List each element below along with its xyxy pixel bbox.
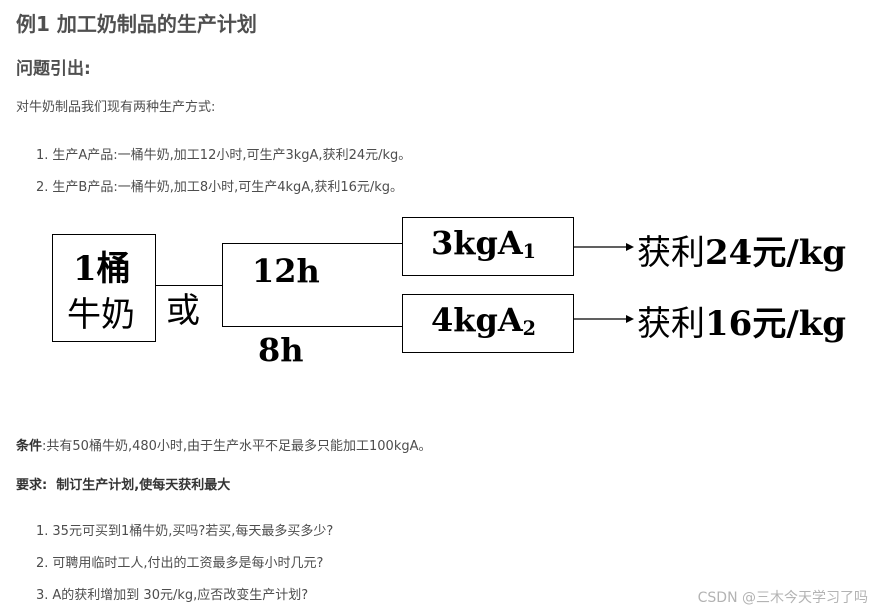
profit-b-prefix: 获利	[637, 304, 705, 344]
intro-text: 对牛奶制品我们现有两种生产方式:	[16, 100, 216, 115]
list-item: 3.A的获利增加到 30元/kg,应否改变生产计划?	[36, 588, 309, 603]
requirement-text: 制订生产计划,使每天获利最大	[47, 478, 231, 493]
production-diagram: 1桶 牛奶 或 12h 8h 3kgA1 4kgA2 获利24元/kg 获利16…	[0, 205, 884, 385]
product-a-box: 3kgA1	[402, 217, 574, 276]
product-b-box: 4kgA2	[402, 294, 574, 353]
product-b-subscript: 2	[522, 317, 536, 340]
arrow-right-icon	[574, 243, 634, 251]
list-item: 1.35元可买到1桶牛奶,买吗?若买,每天最多买多少?	[36, 524, 334, 539]
list-item-text: A的获利增加到 30元/kg,应否改变生产计划?	[52, 588, 309, 603]
product-b-label: 4kgA	[431, 301, 523, 339]
list-item-text: 35元可买到1桶牛奶,买吗?若买,每天最多买多少?	[52, 524, 334, 539]
section-heading: 问题引出:	[16, 59, 91, 79]
profit-b-value: 16	[705, 304, 753, 344]
profit-a-unit: 元/kg	[752, 233, 847, 273]
branch-vertical-line	[222, 243, 223, 327]
list-item-text: 可聘用临时工人,付出的工资最多是每小时几元?	[52, 556, 324, 571]
list-item-text: 生产B产品:一桶牛奶,加工8小时,可生产4kgA,获利16元/kg。	[52, 180, 404, 195]
product-a-subscript: 1	[522, 240, 536, 263]
source-label-line1: 1桶	[73, 249, 131, 289]
profit-a-prefix: 获利	[637, 233, 705, 273]
condition-label: 条件	[16, 439, 43, 454]
list-item-text: 生产A产品:一桶牛奶,加工12小时,可生产3kgA,获利24元/kg。	[52, 148, 412, 163]
watermark: CSDN @三木今天学习了吗	[697, 590, 868, 606]
or-label: 或	[166, 291, 200, 331]
branch-line-bottom	[222, 326, 402, 327]
arrow-right-icon	[574, 315, 634, 323]
branch-line-top	[222, 243, 402, 244]
condition-paragraph: 条件:共有50桶牛奶,480小时,由于生产水平不足最多只能加工100kgA。	[16, 435, 432, 454]
profit-b-unit: 元/kg	[752, 304, 847, 344]
requirement-paragraph: 要求: 制订生产计划,使每天获利最大	[16, 474, 230, 493]
product-a-label: 3kgA	[431, 224, 523, 262]
profit-b: 获利16元/kg	[637, 296, 846, 345]
source-label-line2: 牛奶	[67, 295, 135, 335]
hours-top-label: 12h	[252, 252, 320, 290]
source-box: 1桶 牛奶	[52, 234, 156, 342]
page-title: 例1 加工奶制品的生产计划	[16, 12, 257, 36]
list-item: 2.生产B产品:一桶牛奶,加工8小时,可生产4kgA,获利16元/kg。	[36, 180, 404, 195]
profit-a-value: 24	[705, 233, 753, 273]
condition-text: :共有50桶牛奶,480小时,由于生产水平不足最多只能加工100kgA。	[42, 439, 432, 454]
requirement-label: 要求:	[16, 478, 48, 493]
list-item: 2.可聘用临时工人,付出的工资最多是每小时几元?	[36, 556, 324, 571]
list-item: 1.生产A产品:一桶牛奶,加工12小时,可生产3kgA,获利24元/kg。	[36, 148, 412, 163]
hours-bottom-label: 8h	[258, 331, 304, 369]
profit-a: 获利24元/kg	[637, 225, 846, 274]
connector-line	[156, 285, 223, 286]
